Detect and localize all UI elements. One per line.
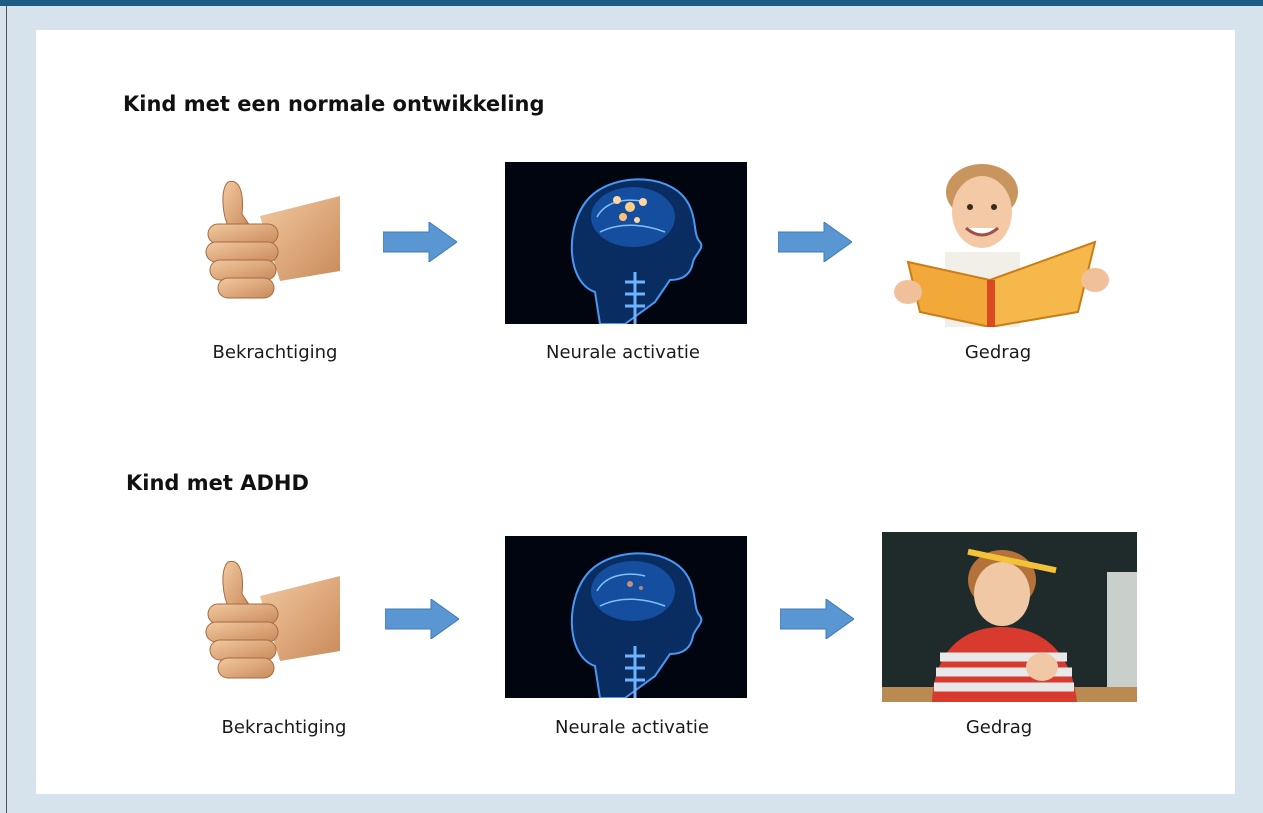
child-reading-icon [890, 162, 1110, 327]
arrow-right-icon [383, 222, 457, 262]
row-title-normal: Kind met een normale ontwikkeling [123, 92, 545, 116]
arrow-right-icon [778, 222, 852, 262]
brain-xray-icon [505, 162, 747, 324]
arrow-right-icon [385, 599, 459, 639]
arrow-right-icon [780, 599, 854, 639]
step-label-behavior: Gedrag [879, 717, 1119, 738]
row-title-adhd: Kind met ADHD [126, 471, 309, 495]
brain-xray-icon [505, 536, 747, 698]
step-label-reinforcement: Bekrachtiging [164, 717, 404, 738]
step-label-neural-activation: Neurale activatie [503, 342, 743, 363]
step-label-behavior: Gedrag [878, 342, 1118, 363]
left-edge-line [6, 6, 7, 813]
thumbs-up-icon [200, 556, 340, 686]
step-label-neural-activation: Neurale activatie [512, 717, 752, 738]
step-label-reinforcement: Bekrachtiging [155, 342, 395, 363]
top-accent-bar [0, 0, 1263, 6]
thumbs-up-icon [200, 176, 340, 306]
distracted-child-icon [882, 532, 1137, 702]
